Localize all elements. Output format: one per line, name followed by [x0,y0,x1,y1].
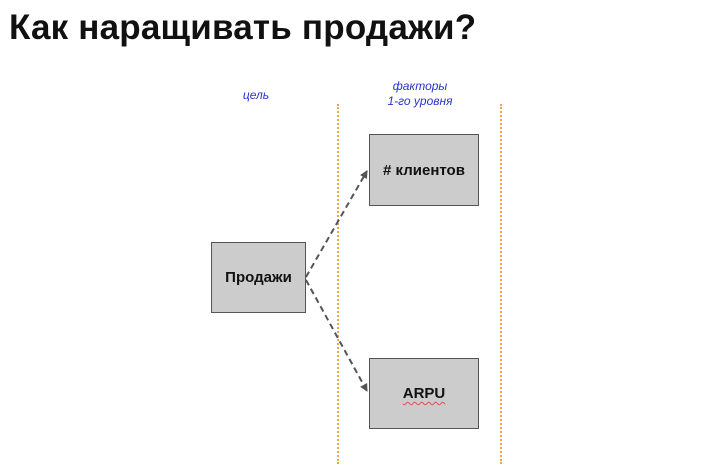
factors-label-line2: 1-го уровня [387,94,453,108]
node-clients: # клиентов [369,134,479,206]
column-divider-left [337,104,339,464]
node-sales: Продажи [211,242,306,313]
node-arpu-label: ARPU [402,385,446,402]
node-clients-label: # клиентов [383,161,465,179]
node-sales-label: Продажи [225,269,292,286]
goal-column-label: цель [242,88,270,102]
arrow-sales-to-arpu [305,279,368,392]
node-arpu: ARPU [369,358,479,429]
arrow-sales-to-clients [305,170,368,278]
factors-label-line1: факторы [392,79,448,93]
factors-column-label: факторы 1-го уровня [360,79,480,109]
column-divider-right [500,104,502,464]
page-title: Как наращивать продажи? [9,8,477,47]
